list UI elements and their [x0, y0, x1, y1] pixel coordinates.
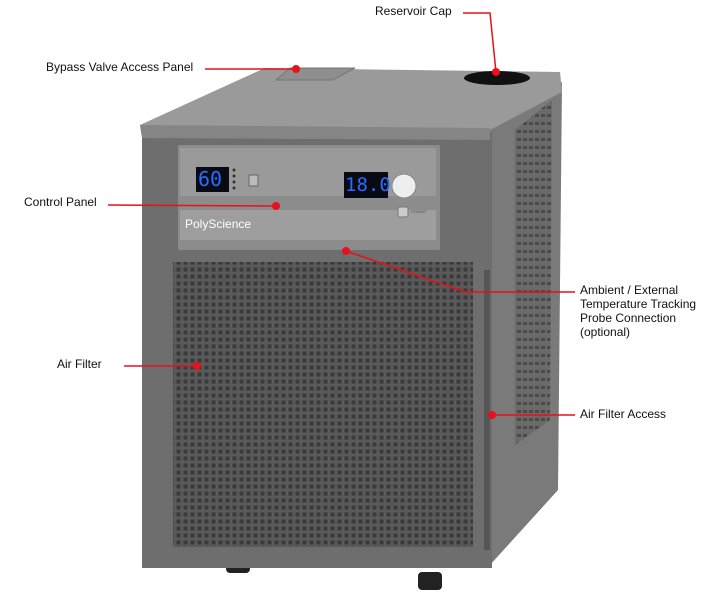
mode-led — [232, 168, 236, 172]
left-display — [196, 167, 229, 192]
mode-led — [232, 186, 236, 190]
label-reservoir-cap: Reservoir Cap — [375, 4, 452, 18]
right-display — [344, 172, 388, 198]
right-display-value: 18.0 — [345, 174, 391, 196]
lid-front-edge — [140, 125, 490, 140]
label-line: Ambient / External — [580, 283, 679, 297]
label-air-filter-access: Air Filter Access — [580, 407, 667, 421]
mode-led — [232, 180, 236, 184]
left-display-value: 60 — [198, 167, 223, 191]
air-filter-grille — [173, 262, 473, 547]
label-bypass-valve: Bypass Valve Access Panel — [46, 60, 194, 74]
top-lid — [140, 68, 562, 132]
label-line: (optional) — [580, 325, 631, 339]
leader-dots — [193, 65, 500, 419]
reservoir-cap-opening — [464, 71, 530, 85]
label-ambient-probe: Ambient / External Temperature Tracking … — [580, 283, 696, 339]
brand-strip — [180, 210, 436, 240]
label-air-filter: Air Filter — [57, 357, 102, 371]
foot-right — [418, 572, 442, 590]
power-label: POWER — [411, 209, 427, 214]
label-line: Temperature Tracking — [580, 297, 697, 311]
label-line: Probe Connection — [580, 311, 677, 325]
power-button[interactable] — [397, 206, 409, 218]
setpoint-knob[interactable] — [391, 173, 417, 199]
brand-logo: PolyScience — [185, 217, 252, 231]
filter-access-slot — [484, 270, 490, 550]
label-control-panel: Control Panel — [24, 195, 97, 209]
mode-led — [232, 174, 236, 178]
leader-lines — [107, 12, 575, 416]
select-button[interactable] — [248, 174, 259, 187]
side-vents — [515, 100, 552, 445]
